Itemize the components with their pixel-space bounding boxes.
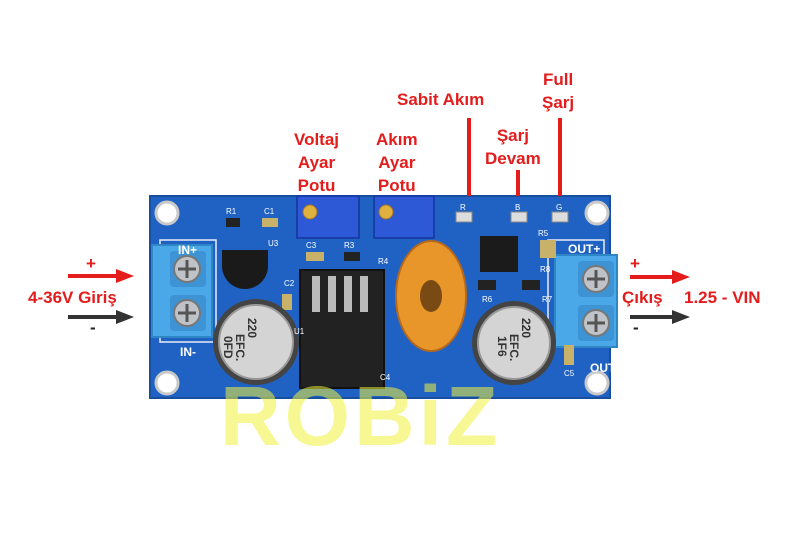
silk-label: C3 bbox=[306, 241, 317, 250]
label-line: Potu bbox=[377, 176, 416, 195]
watermark: ROBiZ bbox=[220, 369, 502, 463]
label-full-charge: Full Şarj bbox=[542, 68, 574, 114]
silk-label: U3 bbox=[268, 239, 279, 248]
label-line: Voltaj bbox=[294, 130, 340, 149]
silk-label: R5 bbox=[538, 229, 549, 238]
input-minus-arrow bbox=[68, 310, 134, 324]
silk-label: B bbox=[515, 203, 520, 212]
mounting-hole bbox=[154, 370, 180, 396]
mounting-hole bbox=[154, 200, 180, 226]
input-plus-sign: + bbox=[86, 254, 96, 273]
label-constant-current: Sabit Akım bbox=[397, 90, 485, 109]
silk-label: C1 bbox=[264, 207, 275, 216]
silk-label: R1 bbox=[226, 207, 237, 216]
in-minus-silk: IN- bbox=[180, 345, 196, 359]
label-line: Full bbox=[542, 70, 574, 89]
label-line: Devam bbox=[485, 149, 541, 168]
input-plus-arrow bbox=[68, 269, 134, 283]
out-plus-silk: OUT+ bbox=[568, 242, 600, 256]
cap-text: EFC. bbox=[507, 334, 521, 361]
mounting-hole bbox=[584, 370, 610, 396]
label-line: Şarj bbox=[542, 93, 575, 112]
label-line: Akım bbox=[376, 130, 418, 149]
silk-label: R8 bbox=[540, 265, 551, 274]
label-current-pot: Akım Ayar Potu bbox=[376, 128, 418, 197]
output-minus-sign: - bbox=[633, 318, 639, 337]
cap-text: EFC. bbox=[233, 334, 247, 361]
label-charging: Şarj Devam bbox=[485, 124, 541, 170]
transistor-u3 bbox=[222, 250, 268, 289]
cap-text: 0FD bbox=[221, 336, 235, 359]
inductor bbox=[395, 240, 467, 352]
silk-label: G bbox=[556, 203, 562, 212]
label-output-range: 1.25 - VIN bbox=[684, 288, 761, 307]
output-plus-sign: + bbox=[630, 254, 640, 273]
mounting-hole bbox=[584, 200, 610, 226]
label-line: Ayar bbox=[297, 153, 336, 172]
silk-label: R3 bbox=[344, 241, 355, 250]
silk-label: C2 bbox=[284, 279, 295, 288]
silk-label: C5 bbox=[564, 369, 575, 378]
silk-label: R bbox=[460, 203, 466, 212]
output-plus-arrow bbox=[630, 270, 690, 284]
label-line: Potu bbox=[297, 176, 336, 195]
cap-text: 220 bbox=[245, 318, 259, 338]
silk-label: U1 bbox=[294, 327, 305, 336]
control-ic bbox=[480, 236, 518, 272]
label-line: Şarj bbox=[496, 126, 529, 145]
out-minus-silk: OUT- bbox=[590, 361, 619, 375]
capacitor-left bbox=[213, 299, 299, 385]
cap-text: 1F6 bbox=[495, 336, 509, 357]
label-line: Ayar bbox=[378, 153, 416, 172]
in-plus-silk: IN+ bbox=[178, 243, 197, 257]
silk-label: R6 bbox=[482, 295, 493, 304]
input-minus-sign: - bbox=[90, 318, 96, 337]
silk-label: R7 bbox=[542, 295, 553, 304]
label-voltage-pot: Voltaj Ayar Potu bbox=[294, 128, 339, 197]
silk-label: R4 bbox=[378, 257, 389, 266]
label-input: 4-36V Giriş bbox=[28, 288, 117, 307]
output-minus-arrow bbox=[630, 310, 690, 324]
capacitor-right bbox=[472, 301, 556, 385]
cap-text: 220 bbox=[519, 318, 533, 338]
silk-label: C4 bbox=[380, 373, 391, 382]
label-output: Çıkış bbox=[622, 288, 663, 307]
